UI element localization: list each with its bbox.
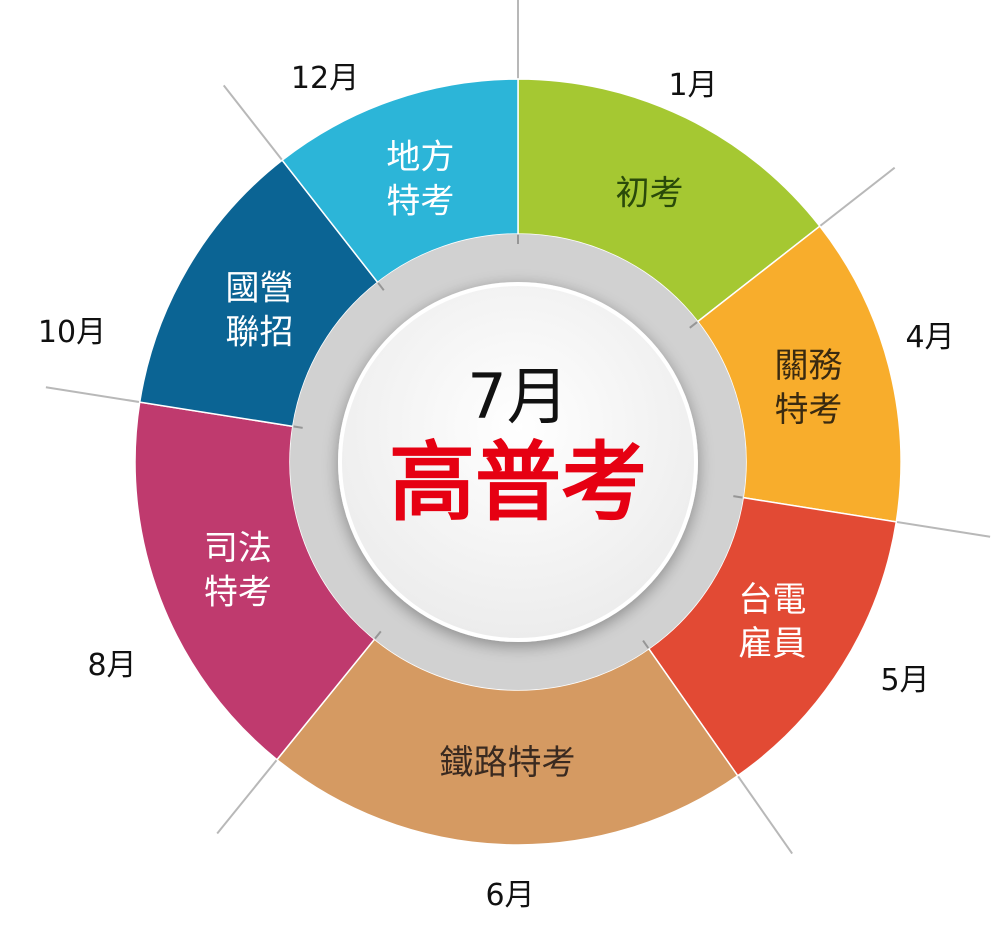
segment-label-difang: 地方 — [386, 137, 454, 177]
month-label-difang: 12月 — [291, 61, 359, 96]
month-label-chukao: 1月 — [668, 68, 717, 103]
segment-label-sifa: 司法 — [204, 529, 272, 569]
segment-label-tielu: 鐵路特考 — [440, 743, 576, 783]
segment-guanwu — [696, 225, 902, 523]
month-label-taidian: 5月 — [880, 663, 929, 698]
center-exam-label: 高普考 — [389, 433, 647, 533]
segment-label-guanwu: 特考 — [774, 390, 842, 430]
segment-chukao — [517, 78, 821, 323]
segment-label-chukao: 初考 — [616, 173, 684, 213]
segment-label-taidian: 台電 — [738, 580, 806, 620]
segment-label-taidian: 雇員 — [738, 624, 806, 664]
segment-label-guoying: 聯招 — [226, 313, 294, 353]
month-labels: 1月 4月 5月 6月 8月 10月 12月 — [38, 61, 955, 913]
month-label-sifa: 8月 — [87, 648, 136, 683]
segment-label-sifa: 特考 — [204, 573, 272, 613]
month-label-guoying: 10月 — [38, 315, 106, 350]
month-label-guanwu: 4月 — [905, 320, 954, 355]
segment-label-difang: 特考 — [386, 181, 454, 221]
segment-tielu — [275, 638, 739, 846]
segments-group — [134, 78, 902, 846]
center-circle — [338, 282, 698, 642]
month-label-tielu: 6月 — [485, 878, 534, 913]
segment-label-guanwu: 關務 — [774, 346, 842, 386]
center-month-label: 7月 — [467, 360, 568, 433]
segment-sifa — [134, 401, 376, 761]
segment-label-guoying: 國營 — [226, 269, 294, 309]
segment-difang — [281, 78, 519, 284]
